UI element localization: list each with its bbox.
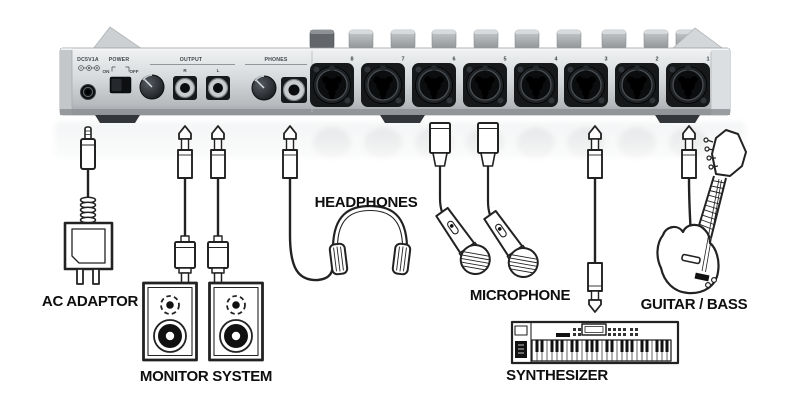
- power-off-label: OFF: [129, 69, 138, 74]
- left-cap: [60, 48, 72, 115]
- output-level-knob: [139, 74, 165, 100]
- combo-jack-3: [564, 63, 608, 107]
- channel-number: 7: [401, 57, 404, 63]
- channel-number: 3: [604, 57, 607, 63]
- reflection-fade: [45, 118, 757, 202]
- rca-plug: [174, 235, 196, 284]
- headphones-label: HEADPHONES: [314, 194, 418, 211]
- foot: [380, 115, 425, 123]
- ac-adaptor-icon: [63, 126, 114, 285]
- rca-plug: [207, 235, 229, 284]
- guitar-bass-icon: [656, 125, 747, 295]
- guitar-bass-label: GUITAR / BASS: [640, 296, 748, 313]
- combo-jack-4: [514, 63, 558, 107]
- output-jack-l: [206, 76, 230, 100]
- top-gain-knobs: [309, 29, 701, 50]
- monitor-system-icon: [142, 125, 264, 362]
- channel-number: 2: [655, 57, 658, 63]
- channel-number: 8: [350, 57, 353, 63]
- power-switch: [109, 76, 132, 94]
- power-label: POWER: [109, 57, 130, 63]
- channel-number: 5: [503, 57, 506, 63]
- monitor-speaker: [208, 281, 264, 362]
- foot: [95, 115, 140, 123]
- ac-adaptor-label: AC ADAPTOR: [41, 293, 139, 310]
- foot: [655, 115, 700, 123]
- combo-jack-8: [310, 63, 354, 107]
- right-cap: [711, 50, 730, 115]
- combo-jack-7: [361, 63, 405, 107]
- output-r-label: R: [183, 68, 187, 73]
- phones-label: PHONES: [264, 57, 287, 63]
- monitor-system-label: MONITOR SYSTEM: [139, 368, 273, 385]
- synth-buttons: [573, 328, 638, 336]
- monitor-speaker: [142, 281, 198, 362]
- microphone-icon: [429, 122, 543, 279]
- synth-display: [581, 323, 607, 336]
- power-on-label: ON: [103, 69, 111, 74]
- output-jack-r: [173, 76, 197, 100]
- dc-label: DC5V1A: [77, 57, 99, 63]
- phones-jack: [281, 77, 307, 103]
- channel-number: 6: [452, 57, 455, 63]
- combo-input-jacks: [310, 63, 710, 107]
- phones-level-knob: [251, 75, 277, 101]
- microphone: [483, 209, 543, 279]
- dc-jack: [80, 84, 96, 100]
- headphones-icon: [282, 125, 412, 282]
- combo-jack-6: [412, 63, 456, 107]
- audio-interface-rear-panel: DC5V1A POWER ON OFF OUTPUT R L: [59, 26, 731, 123]
- synthesizer-label: SYNTHESIZER: [506, 367, 608, 384]
- channel-number: 4: [554, 57, 558, 63]
- output-l-label: L: [217, 68, 220, 73]
- microphone: [435, 206, 495, 276]
- combo-jack-1: [666, 63, 710, 107]
- keyboard-keys: [531, 339, 672, 362]
- combo-jack-5: [463, 63, 507, 107]
- microphone-label: MICROPHONE: [469, 287, 571, 304]
- channel-number: 1: [706, 57, 709, 63]
- combo-jack-2: [615, 63, 659, 107]
- output-label: OUTPUT: [180, 57, 203, 63]
- synthesizer-icon: [510, 125, 680, 365]
- polarity-icon: [78, 65, 100, 71]
